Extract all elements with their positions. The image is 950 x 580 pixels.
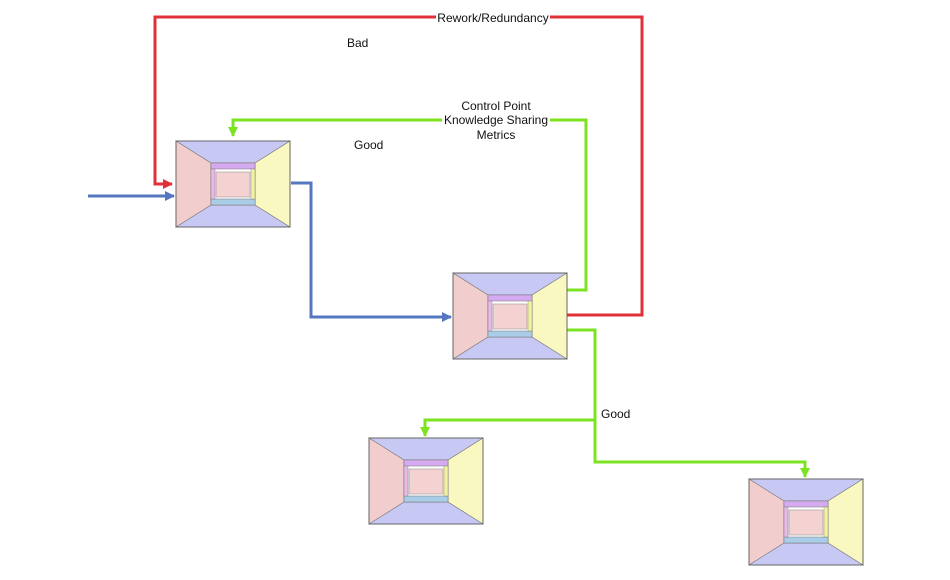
- control-point-label-line1: Control Point: [461, 99, 531, 113]
- rework-label-bg: [436, 10, 550, 24]
- good-path-right: [593, 420, 810, 478]
- process-box-1: [174, 140, 292, 228]
- process-box-3: [367, 437, 485, 525]
- good-label-top: Good: [354, 138, 383, 152]
- rework-path: [153, 15, 644, 317]
- process-box-4: [747, 478, 865, 566]
- control-point-label-line3: Metrics: [477, 128, 516, 142]
- good-label-bottom: Good: [601, 407, 630, 421]
- knowledge-label-bg: [442, 114, 550, 126]
- process-box-2: [451, 272, 569, 360]
- control-point-path: [228, 118, 588, 292]
- main-flow-path: [291, 181, 452, 322]
- control-point-label-line2: Knowledge Sharing: [444, 113, 548, 127]
- bad-label: Bad: [347, 36, 368, 50]
- rework-label: Rework/Redundancy: [437, 11, 548, 25]
